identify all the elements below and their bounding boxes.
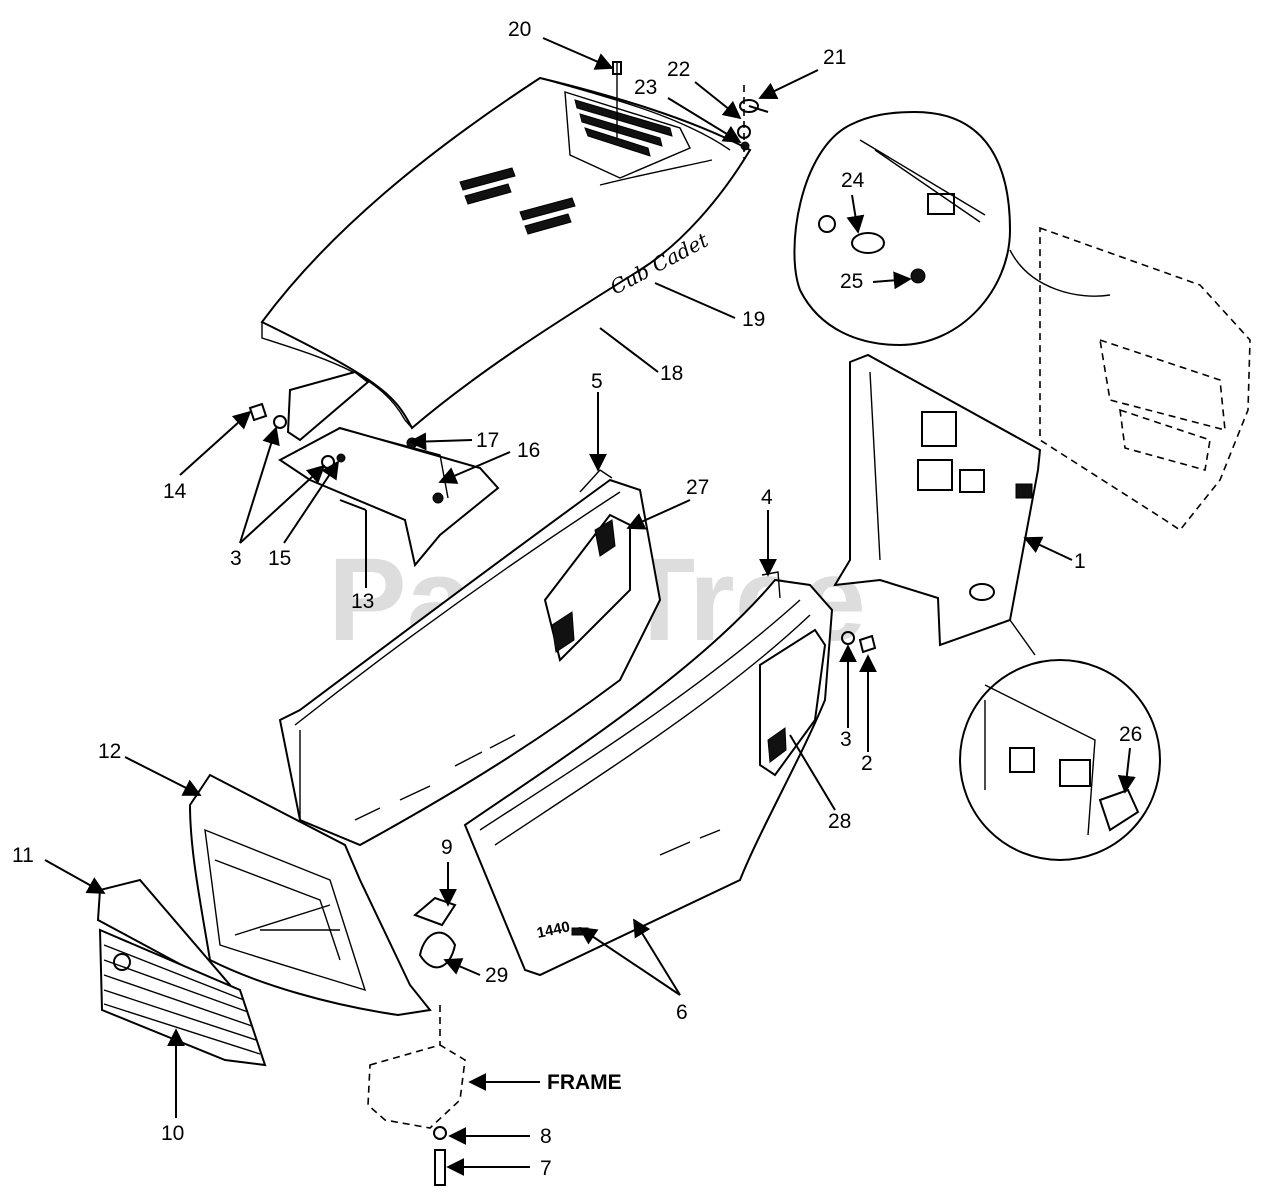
callout-26: 26 (1119, 723, 1142, 746)
callout-4: 4 (761, 486, 773, 509)
callout-7: 7 (540, 1157, 552, 1180)
callout-labels: 1 2 3 3 4 5 6 7 8 9 10 11 12 13 14 15 16… (12, 18, 1142, 1180)
callout-6: 6 (676, 1001, 688, 1024)
callout-3-right: 3 (840, 728, 852, 751)
callout-12: 12 (98, 740, 121, 763)
callout-13: 13 (351, 590, 374, 613)
detail-circle-top (793, 110, 1111, 347)
callout-18: 18 (660, 362, 683, 385)
engine-housing-outline (1039, 226, 1251, 532)
callout-28: 28 (828, 810, 851, 833)
front-nose (188, 773, 432, 1017)
detail-circle-bottom (959, 619, 1161, 861)
callout-25: 25 (840, 270, 863, 293)
callout-22: 22 (667, 58, 690, 81)
callout-5: 5 (591, 370, 603, 393)
callout-11: 11 (12, 844, 34, 867)
side-fasteners (841, 631, 877, 654)
hinge-bracket (413, 896, 457, 969)
callout-20: 20 (508, 18, 531, 41)
callout-21: 21 (823, 46, 846, 69)
callout-10: 10 (161, 1122, 184, 1145)
frame-block (367, 1005, 466, 1186)
callout-24: 24 (841, 169, 865, 192)
callout-14: 14 (163, 480, 187, 503)
callout-27: 27 (686, 476, 709, 499)
callout-23: 23 (634, 76, 657, 99)
left-side-panel (278, 469, 662, 847)
callout-17: 17 (476, 429, 499, 452)
callout-15: 15 (268, 547, 291, 570)
leader-lines (44, 37, 1136, 1176)
callout-19: 19 (742, 308, 765, 331)
callout-3-left: 3 (230, 547, 242, 570)
callout-9: 9 (441, 836, 453, 859)
dash-panel (833, 353, 1042, 647)
callout-1: 1 (1074, 550, 1086, 573)
hood: Cub Cadet (260, 76, 752, 430)
callout-16: 16 (517, 439, 540, 462)
side-panel-badge: 1440 (535, 918, 571, 942)
frame-label: FRAME (547, 1071, 622, 1094)
callout-29: 29 (485, 964, 508, 987)
callout-2: 2 (861, 752, 873, 775)
callout-8: 8 (540, 1125, 552, 1148)
